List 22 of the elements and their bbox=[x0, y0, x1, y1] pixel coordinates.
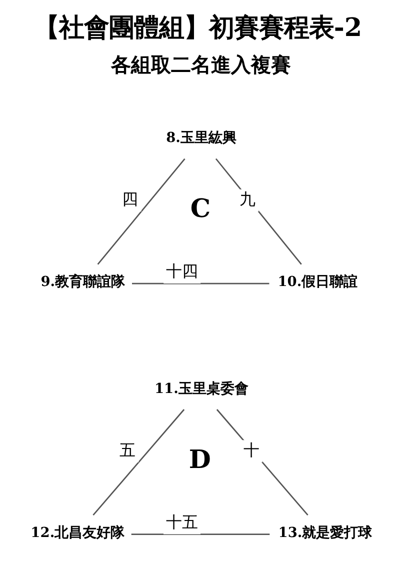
node-text: 11.玉里桌委會 bbox=[154, 380, 248, 397]
label: 各組取二名進入複賽 bbox=[110, 52, 291, 77]
edge-label: 十五 bbox=[166, 512, 198, 532]
node-text: 8.玉里紘興 bbox=[166, 130, 236, 146]
label: D bbox=[188, 444, 210, 474]
node-text: 12.北昌友好隊 bbox=[30, 524, 124, 541]
edge-label: 四 bbox=[122, 190, 138, 209]
connector bbox=[132, 282, 269, 284]
connector bbox=[130, 534, 270, 535]
node-text: 13.就是愛打球 bbox=[278, 524, 372, 541]
edge-label: 九 bbox=[239, 190, 256, 209]
edge-label: 十四 bbox=[166, 262, 198, 281]
label: C bbox=[190, 193, 210, 224]
edge-label: 五 bbox=[119, 440, 136, 460]
connector bbox=[214, 158, 302, 265]
diagram-title: 【社會團體組】初賽賽程表-2 bbox=[33, 12, 362, 42]
connector bbox=[92, 409, 184, 516]
node-text: 9.教育聯誼隊 bbox=[40, 274, 125, 290]
node-text: 10.假日聯誼 bbox=[277, 274, 358, 290]
connector bbox=[216, 409, 308, 516]
edge-label: 十 bbox=[242, 440, 259, 460]
connector bbox=[96, 158, 185, 265]
